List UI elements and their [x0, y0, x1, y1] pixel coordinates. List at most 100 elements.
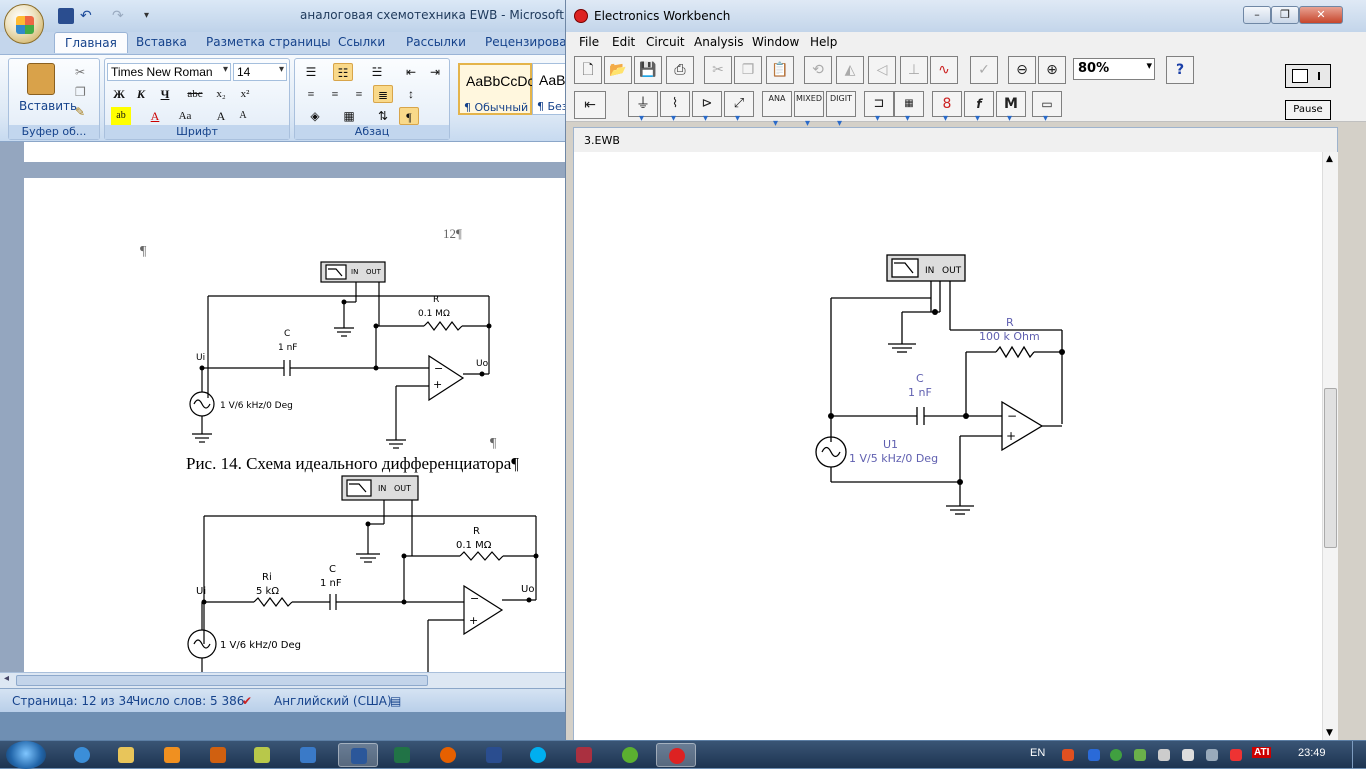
analysis-graphs-icon[interactable]: ∿ — [930, 56, 958, 84]
sync-icon[interactable] — [1110, 749, 1122, 761]
pause-button[interactable]: Pause — [1285, 100, 1331, 120]
bold-button[interactable]: Ж — [113, 87, 125, 101]
bullets-icon[interactable]: ☰ — [305, 65, 317, 79]
taskbar-ie[interactable] — [62, 743, 102, 767]
power-icon[interactable] — [1182, 749, 1194, 761]
multilevel-list-icon[interactable]: ☱ — [371, 65, 383, 79]
clock[interactable]: 23:49 — [1298, 747, 1326, 759]
network-icon[interactable] — [1206, 749, 1218, 761]
status-language[interactable]: Английский (США) — [274, 694, 392, 708]
tab-mailings[interactable]: Рассылки — [406, 35, 466, 49]
minimize-button[interactable]: – — [1243, 6, 1271, 24]
align-left-icon[interactable]: ≡ — [307, 87, 315, 101]
word-horizontal-scrollbar[interactable]: ◂ — [0, 672, 574, 688]
close-button[interactable]: ✕ — [1299, 6, 1343, 24]
paste-icon-ewb[interactable]: 📋 — [766, 56, 794, 84]
ewb-app-icon[interactable] — [574, 9, 588, 23]
flip-horizontal-icon[interactable]: ◭ — [836, 56, 864, 84]
indicators-bin-icon[interactable]: 8 — [932, 91, 962, 129]
undo-icon[interactable]: ↶ — [80, 8, 92, 24]
superscript-button[interactable]: x² — [240, 88, 250, 100]
underline-button[interactable]: Ч — [160, 87, 170, 101]
transistors-bin-icon[interactable]: ⤢ — [724, 91, 754, 129]
instruments-bin-icon[interactable]: ▭ — [1032, 91, 1062, 129]
align-center-icon[interactable]: ≡ — [331, 87, 339, 101]
taskbar-app-b[interactable] — [288, 743, 328, 767]
taskbar-app-c[interactable] — [474, 743, 514, 767]
ati-tray-icon[interactable]: ATI — [1252, 747, 1272, 758]
paste-icon[interactable] — [27, 63, 55, 95]
scroll-left-icon[interactable]: ◂ — [4, 673, 10, 684]
diodes-bin-icon[interactable]: ⊳ — [692, 91, 722, 129]
italic-button[interactable]: К — [136, 87, 146, 101]
style-normal[interactable]: AaBbCcDc ¶ Обычный — [458, 63, 534, 115]
component-properties-icon[interactable]: ✓ — [970, 56, 998, 84]
help-button[interactable]: ? — [1166, 56, 1194, 84]
status-page[interactable]: Страница: 12 из 34 — [12, 694, 134, 708]
power-switch[interactable] — [1285, 64, 1331, 88]
taskbar-excel[interactable] — [382, 743, 422, 767]
menu-edit[interactable]: Edit — [612, 35, 636, 49]
qat-customize-icon[interactable]: ▾ — [144, 10, 150, 21]
line-spacing-icon[interactable]: ↕ — [408, 87, 414, 101]
tab-home[interactable]: Главная — [54, 32, 128, 53]
proofing-icon[interactable]: ✔ — [242, 694, 253, 708]
taskbar-app-a[interactable] — [242, 743, 282, 767]
highlight-icon[interactable]: ab — [111, 107, 131, 125]
increase-indent-icon[interactable]: ⇥ — [429, 65, 441, 79]
taskbar-firefox[interactable] — [428, 743, 468, 767]
tab-references[interactable]: Ссылки — [338, 35, 386, 49]
menu-circuit[interactable]: Circuit — [646, 35, 685, 49]
controls-bin-icon[interactable]: f — [964, 91, 994, 129]
scroll-up-icon[interactable]: ▲ — [1326, 154, 1333, 164]
copy-icon[interactable]: ❐ — [75, 85, 86, 99]
align-right-icon[interactable]: ≡ — [355, 87, 363, 101]
taskbar-skype[interactable] — [518, 743, 558, 767]
borders-icon[interactable]: ▦ — [343, 109, 355, 123]
volume-icon[interactable] — [1158, 749, 1170, 761]
shading-icon[interactable]: ◈ — [310, 109, 320, 123]
circuit-canvas[interactable]: − + IN OUT R 100 k Ohm C 1 nF U1 1 V/5 k… — [574, 152, 1322, 740]
menu-analysis[interactable]: Analysis — [694, 35, 744, 49]
rotate-icon[interactable]: ⟲ — [804, 56, 832, 84]
font-color-icon[interactable]: A — [150, 109, 160, 123]
word-hscroll-thumb[interactable] — [16, 675, 428, 686]
print-icon[interactable]: ⎙ — [666, 56, 694, 84]
status-word-count[interactable]: Число слов: 5 386 — [132, 694, 245, 708]
tray-app-icon-2[interactable] — [1134, 749, 1146, 761]
circuit-vertical-scrollbar[interactable]: ▲ ▼ — [1322, 152, 1338, 740]
font-size-combo[interactable]: 14 — [233, 63, 287, 81]
cut-icon-ewb[interactable]: ✂ — [704, 56, 732, 84]
justify-icon[interactable]: ≣ — [373, 85, 393, 103]
digital-ics-bin[interactable]: DIGIT — [826, 91, 856, 129]
taskbar-word[interactable] — [338, 743, 378, 767]
taskbar-explorer[interactable] — [106, 743, 146, 767]
decrease-indent-icon[interactable]: ⇤ — [405, 65, 417, 79]
open-folder-icon[interactable]: 📂 — [604, 56, 632, 84]
sources-bin-icon[interactable]: ⏚ — [628, 91, 658, 129]
taskbar-app-d[interactable] — [564, 743, 604, 767]
show-marks-icon[interactable]: ¶ — [399, 107, 419, 125]
menu-window[interactable]: Window — [752, 35, 800, 49]
basic-bin-icon[interactable]: ⌇ — [660, 91, 690, 129]
mixed-ics-bin[interactable]: MIXED — [794, 91, 824, 129]
tab-insert[interactable]: Вставка — [136, 35, 187, 49]
change-case-icon[interactable]: Aa — [178, 110, 192, 122]
bluetooth-icon[interactable] — [1088, 749, 1100, 761]
zoom-in-icon[interactable]: ⊕ — [1038, 56, 1066, 84]
paste-button[interactable]: Вставить — [19, 99, 78, 113]
macro-record-icon[interactable]: ▤ — [390, 694, 402, 708]
menu-help[interactable]: Help — [810, 35, 838, 49]
taskbar-media-player[interactable] — [152, 743, 192, 767]
show-desktop-button[interactable] — [1352, 741, 1366, 769]
document-page[interactable]: 12¶ ¶ ¶ — [24, 178, 574, 688]
strikethrough-button[interactable]: abc — [187, 88, 203, 100]
taskbar-utorrent[interactable] — [610, 743, 650, 767]
save-icon-ewb[interactable]: 💾 — [634, 56, 662, 84]
tab-review[interactable]: Рецензирование — [485, 35, 590, 49]
subcircuit-icon[interactable]: ⊥ — [900, 56, 928, 84]
taskbar-7zip[interactable] — [198, 743, 238, 767]
tray-alert-icon[interactable] — [1230, 749, 1242, 761]
circuit-vscroll-thumb[interactable] — [1324, 388, 1337, 548]
start-button[interactable] — [6, 741, 46, 769]
